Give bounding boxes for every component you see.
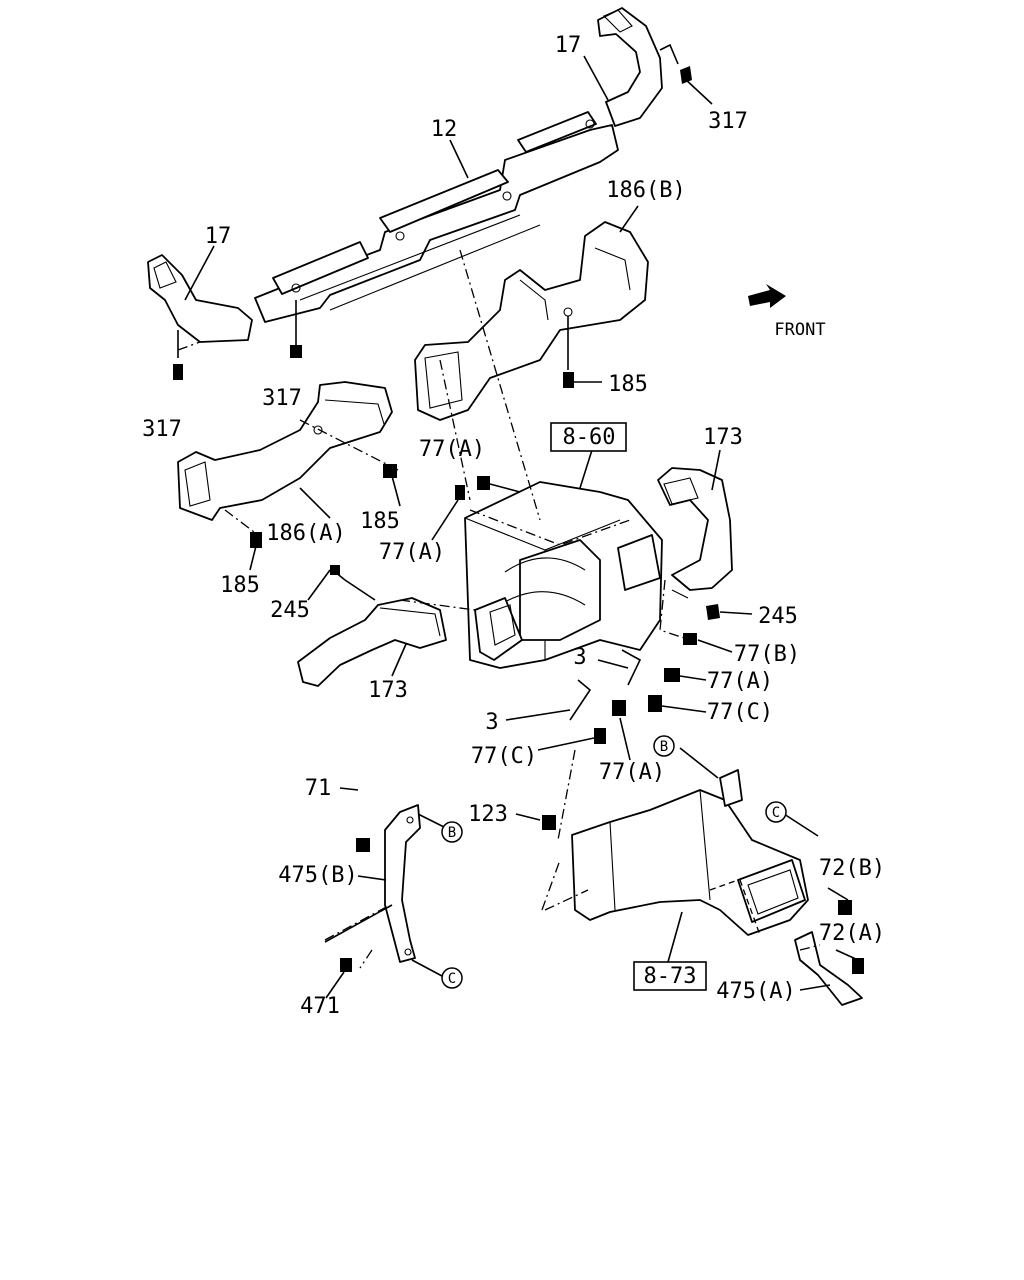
circle-c-bottom: C <box>441 967 463 989</box>
side-duct-173-right <box>657 467 733 620</box>
duct-assembly-12 <box>254 111 619 323</box>
part-label-186a: 186(A) <box>266 521 345 546</box>
part-label-123: 123 <box>468 802 508 827</box>
part-label-77b: 77(B) <box>734 642 800 667</box>
circle-b-top: B <box>653 735 675 757</box>
part-label-185-mid: 185 <box>360 509 400 534</box>
ref-box-8-60[interactable]: 8-60 <box>550 422 627 452</box>
blower-unit <box>542 769 864 974</box>
part-label-77a-4: 77(A) <box>599 760 665 785</box>
part-label-72b: 72(B) <box>819 856 885 881</box>
side-duct-17-left <box>147 254 253 380</box>
ref-box-8-60-label: 8-60 <box>563 425 616 450</box>
part-label-77c-2: 77(C) <box>471 744 537 769</box>
ref-box-8-73-label: 8-73 <box>644 964 697 989</box>
part-label-475a: 475(A) <box>716 979 795 1004</box>
part-label-245-left: 245 <box>270 598 310 623</box>
part-label-3-lower: 3 <box>485 710 498 735</box>
part-labels: 17 317 12 186(B) 17 FRONT 317 185 317 17… <box>142 33 885 1019</box>
part-label-475b: 475(B) <box>278 863 357 888</box>
part-label-77a-1: 77(A) <box>419 437 485 462</box>
part-label-17-left: 17 <box>205 224 232 249</box>
heater-unit <box>464 481 663 669</box>
circle-b-bottom-label: B <box>448 825 456 841</box>
side-duct-17-right <box>597 7 692 127</box>
part-label-3-upper: 3 <box>573 645 586 670</box>
duct-186b <box>414 221 649 421</box>
part-label-77c-1: 77(C) <box>707 700 773 725</box>
part-label-12: 12 <box>431 117 458 142</box>
circle-b-top-label: B <box>660 739 668 755</box>
bracket-475a <box>794 931 863 1006</box>
part-label-186b: 186(B) <box>606 178 685 203</box>
part-label-173-top: 173 <box>703 425 743 450</box>
leader-lines <box>177 55 859 999</box>
bracket-475b <box>324 804 421 972</box>
part-label-471: 471 <box>300 994 340 1019</box>
part-label-317-mid: 317 <box>262 386 302 411</box>
fasteners <box>455 476 697 744</box>
part-label-173-bottom: 173 <box>368 678 408 703</box>
side-duct-173-left <box>297 565 447 687</box>
front-arrow-icon <box>748 284 786 308</box>
part-label-185-left: 185 <box>220 573 260 598</box>
part-label-245-right: 245 <box>758 604 798 629</box>
circle-b-bottom: B <box>441 821 463 843</box>
ref-box-8-73[interactable]: 8-73 <box>633 961 707 991</box>
part-label-185-right: 185 <box>608 372 648 397</box>
part-label-77a-3: 77(A) <box>707 669 773 694</box>
circle-c-top: C <box>765 801 787 823</box>
circle-c-top-label: C <box>772 805 780 821</box>
part-label-317-top-right: 317 <box>708 109 748 134</box>
duct-186a <box>177 381 397 548</box>
part-label-71: 71 <box>305 776 332 801</box>
part-label-77a-2: 77(A) <box>379 540 445 565</box>
circle-c-bottom-label: C <box>448 971 456 987</box>
front-label: FRONT <box>774 320 825 340</box>
part-label-317-left: 317 <box>142 417 182 442</box>
part-label-72a: 72(A) <box>819 921 885 946</box>
part-label-17-top: 17 <box>555 33 582 58</box>
